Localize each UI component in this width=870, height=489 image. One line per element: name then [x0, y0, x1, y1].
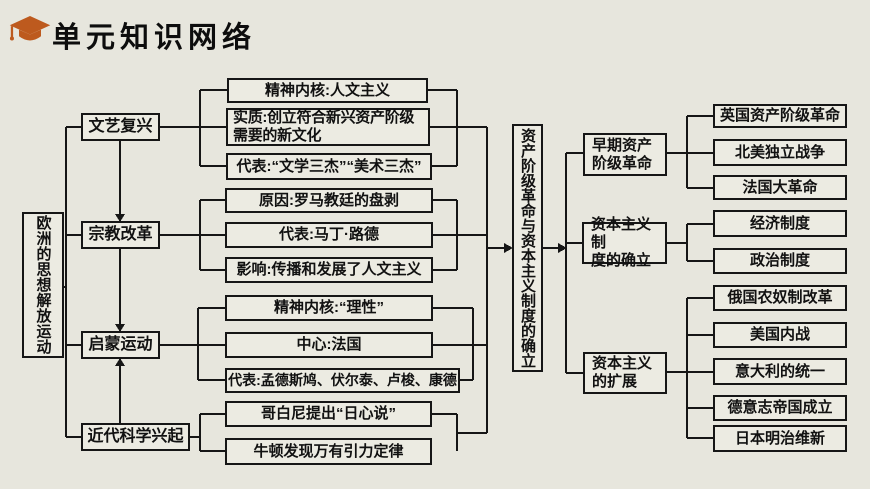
node-detail: 政治制度: [713, 248, 847, 274]
node-enlightenment: 启蒙运动: [81, 331, 160, 359]
arrowhead-up-icon: [115, 358, 125, 366]
node-detail: 代表:马丁·路德: [225, 222, 433, 248]
node-detail: 经济制度: [713, 210, 847, 237]
node-detail: 北美独立战争: [713, 139, 847, 166]
node-detail: 代表:孟德斯鸠、伏尔泰、卢梭、康德: [225, 368, 460, 393]
node-center: 资产阶级革命与资本主义制度的确立: [512, 124, 543, 372]
arrowhead-right-icon: [504, 243, 513, 253]
node-early-revolutions: 早期资产 阶级革命: [583, 133, 667, 176]
node-renaissance: 文艺复兴: [81, 113, 160, 141]
title-bar: 单元知识网络: [0, 0, 870, 60]
right-bracket-lines: [667, 115, 713, 439]
node-root: 欧洲的思想解放运动: [22, 212, 64, 358]
arrowhead-down-icon: [115, 214, 125, 222]
root-trunk-line: [64, 126, 81, 438]
center-collector-lines: [428, 89, 488, 451]
node-detail: 精神内核:“理性”: [225, 295, 433, 321]
node-detail: 意大利的统一: [713, 358, 847, 385]
node-detail: 原因:罗马教廷的盘剥: [225, 188, 433, 213]
node-detail: 中心:法国: [225, 332, 433, 358]
node-detail: 影响:传播和发展了人文主义: [225, 257, 433, 283]
node-detail: 哥白尼提出“日心说”: [225, 401, 432, 427]
node-capitalist-system: 资本主义制 度的确立: [582, 216, 667, 269]
page-title: 单元知识网络: [52, 22, 257, 54]
node-detail: 牛顿发现万有引力定律: [225, 438, 432, 465]
arrowhead-right-icon: [558, 243, 567, 253]
arrowhead-down-icon: [115, 324, 125, 332]
node-detail: 美国内战: [713, 322, 847, 348]
node-capitalism-expansion: 资本主义 的扩展: [583, 352, 667, 394]
graduation-cap-icon: [9, 16, 51, 41]
node-modern-science: 近代科学兴起: [81, 423, 190, 451]
node-detail: 日本明治维新: [713, 425, 847, 452]
node-detail: 俄国农奴制改革: [713, 285, 847, 311]
node-detail: 英国资产阶级革命: [713, 104, 847, 128]
node-detail: 法国大革命: [713, 175, 847, 200]
node-detail: 代表:“文学三杰”“美术三杰”: [226, 153, 432, 180]
node-reformation: 宗教改革: [81, 221, 160, 249]
node-detail: 实质:创立符合新兴资产阶级 需要的新文化: [226, 108, 430, 146]
right-trunk-line: [565, 152, 583, 374]
left-bracket-lines: [160, 89, 227, 452]
node-detail: 精神内核:人文主义: [227, 78, 428, 103]
node-detail: 德意志帝国成立: [713, 395, 847, 421]
